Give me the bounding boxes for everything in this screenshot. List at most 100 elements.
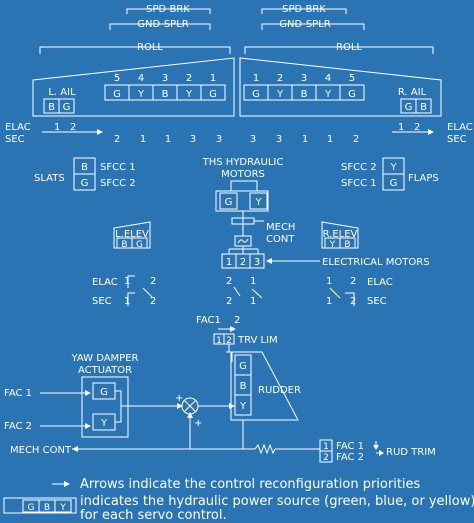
gnd-splr-right-bracket [261,23,365,30]
slats-sfcc1: SFCC 1 [100,162,136,173]
rudder-outline [230,351,299,421]
spoiler-sec-9: 1 [327,134,333,145]
rudder-label: RUDDER [258,385,301,396]
slats-box-g [73,173,96,191]
left-aileron-priority-2: 2 [70,122,76,133]
left-aileron-box-g-text: G [63,102,71,113]
left-aileron-box-b-text: B [48,102,55,113]
elev-right-elac-2: 2 [350,276,356,287]
ths-elac-2: 2 [226,276,232,287]
right-spoiler-number-2: 2 [277,73,283,84]
spoiler-sec-1: 2 [114,134,120,145]
spoiler-sec-8: 1 [302,134,308,145]
yaw-to-sum-arrow [177,403,183,409]
ths-elac-1: 1 [250,276,256,287]
legend-arrow-icon [64,481,70,487]
elevator-priorities: ELAC SEC 1 2 1 2 ELAC SEC 1 2 1 2 2 1 2 … [92,275,393,307]
rudder-box-b-text: B [240,381,247,392]
trv-lim-label: TRV LIM [237,335,278,346]
yaw-damper-g-text: G [100,387,108,398]
electrical-motors-arrow-head [266,258,272,264]
right-elevator-box-b-text: B [344,240,350,250]
right-elevator: R.ELEV Y B [321,221,359,250]
rud-trim-box-2-text: 2 [323,453,329,463]
left-spoiler-box-2-text: Y [185,89,193,100]
left-spoiler-box-4-text: Y [137,89,145,100]
spd-brk-left-label: SPD-BRK [146,4,190,15]
rudder-section: FAC1 2 1 2 TRV LIM RUDDER G B Y YAW DAMP… [4,315,436,463]
left-aileron-priority-1: 1 [54,122,60,133]
spoiler-sec-3: 1 [165,134,171,145]
ths-elec-1-text: 1 [226,257,232,268]
spd-brk-right-bracket [261,8,347,14]
elev-left-elac-1: 1 [124,276,130,287]
elev-right-diag [329,287,341,299]
legend-box-y-text: Y [59,503,66,513]
elac-elev-left-label: ELAC [92,277,118,288]
roll-left-label: ROLL [137,42,163,53]
ths-elec-3-text: 3 [254,257,260,268]
mech-cont-label: MECH CONT [10,445,72,456]
right-aileron-priority-1: 1 [398,122,404,133]
yaw-damper-internal [115,390,128,423]
slats-label: SLATS [34,173,65,184]
right-aileron-arrow-head [428,129,434,135]
fac2-yaw-label: FAC 2 [4,421,32,432]
ths-motor-housing [215,190,269,212]
yaw-damper-label: YAW DAMPER [71,353,139,364]
rud-trim-fac1-arrow-head [373,445,379,450]
left-spoiler-number-4: 4 [138,73,144,84]
left-elevator-box-g-text: G [136,240,143,250]
right-spoiler-number-5: 5 [349,73,355,84]
flaps-sfcc1: SFCC 1 [341,178,377,189]
flaps-sfcc2: SFCC 2 [341,162,377,173]
right-spoiler-box-1-text: G [252,89,260,100]
elev-left-diag [142,287,153,298]
elev-right-sec-1: 1 [326,296,332,307]
flaps-box-g [382,173,405,191]
left-elevator-box-b-text: B [121,240,127,250]
rudder-box-g-top-text: G [239,361,247,372]
rudder-box-y [234,394,252,416]
right-elevator-outline [321,221,359,249]
elac-left-label: ELAC [5,122,31,133]
left-spoiler-number-5: 5 [114,73,120,84]
sec-right-label: SEC [447,134,467,145]
ths-elec-3 [249,253,265,269]
right-aileron-box-g-text: G [405,102,413,113]
legend-box-g-text: G [28,503,35,513]
right-spoiler-box-5-text: G [348,89,356,100]
elev-left-elac-2: 2 [150,276,156,287]
slats-box-g-text: G [81,178,89,189]
ths-cont-label: CONT [266,234,295,245]
slats-sfcc2: SFCC 2 [100,178,136,189]
legend: Arrows indicate the control reconfigurat… [3,477,474,523]
left-spoiler-box-3-text: B [162,89,169,100]
rud-trim-box-2 [319,450,333,463]
right-spoiler-box-4-text: Y [324,89,332,100]
fac1-yaw-arrow-head [85,390,91,396]
elev-right-sec-2: 2 [350,296,356,307]
ths-title: THS HYDRAULIC [202,157,284,168]
spd-brk-right-label: SPD-BRK [282,4,326,15]
left-elevator-outline [113,221,151,249]
roll-left-bracket [39,46,231,54]
right-aileron-label: R. AIL [398,87,427,98]
elac-right-label: ELAC [447,122,473,133]
right-spoiler-number-1: 1 [253,73,259,84]
sec-left-label: SEC [5,134,25,145]
elev-right-elac-1: 1 [326,276,332,287]
flaps-group: SFCC 2 SFCC 1 Y G FLAPS [341,157,439,191]
top-brackets: SPD-BRK GND-SPLR SPD-BRK GND-SPLR ROLL R… [39,4,434,54]
right-elevator-label: R.ELEV [323,229,358,240]
flaps-label: FLAPS [408,173,439,184]
ths-group: THS HYDRAULIC MOTORS G Y MECH CONT 1 2 3… [202,157,430,269]
left-spoiler-box-5-text: G [113,89,121,100]
left-spoiler-number-1: 1 [210,73,216,84]
ths-pri-arrow-1 [233,286,241,297]
right-elevator-box-y-text: Y [329,240,336,250]
ths-motor-y [249,192,268,210]
